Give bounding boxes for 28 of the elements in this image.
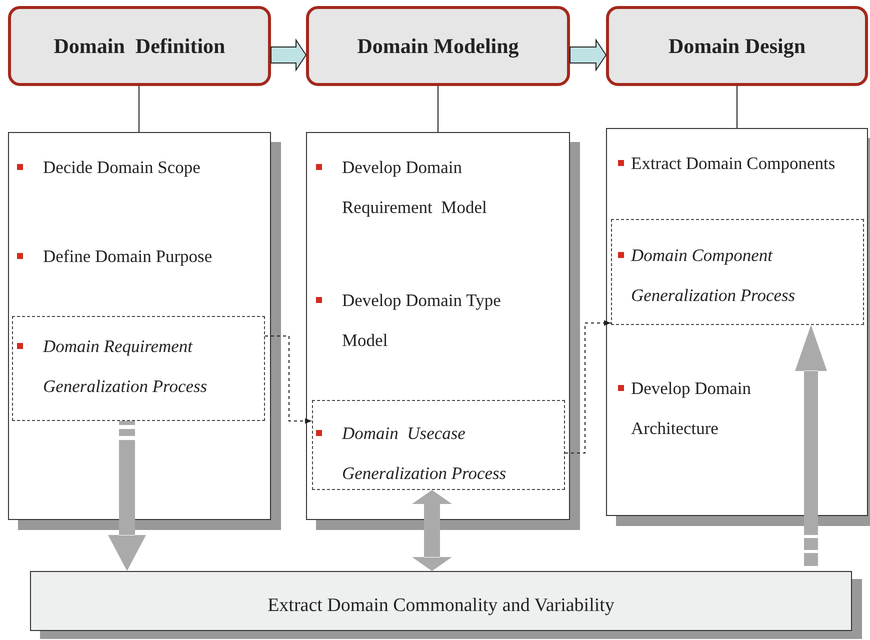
activity-text: Decide Domain Scope: [43, 156, 202, 179]
activity-text: Develop Domain Architecture: [631, 377, 752, 440]
dashed-process-box: [12, 316, 265, 421]
activity-text: Define Domain Purpose: [43, 245, 214, 268]
activity-text: Develop Domain Requirement Model: [342, 156, 488, 219]
block-arrow: [412, 490, 452, 571]
phase-title: Domain Modeling: [357, 34, 519, 58]
phase-header-box: [606, 6, 868, 86]
phase-title: Domain Design: [668, 34, 806, 58]
activity-text: Extract Domain Components: [631, 152, 836, 175]
process-label: Extract Domain Commonality and Variability: [268, 595, 614, 617]
block-arrow: [108, 421, 146, 571]
dashed-process-box: [312, 400, 565, 490]
phase-title: Domain Definition: [54, 34, 226, 58]
block-arrow: [270, 38, 307, 72]
activity-text: Domain Component Generalization Process: [631, 244, 796, 307]
dashed-arrow: [264, 336, 312, 424]
block-arrow: [795, 325, 827, 566]
connector-line: [138, 86, 140, 132]
dashed-process-box: [611, 219, 864, 325]
activity-text: Domain Usecase Generalization Process: [342, 422, 508, 485]
dashed-arrow: [564, 320, 612, 454]
activity-text: Domain Requirement Generalization Process: [43, 335, 208, 398]
activity-text: Develop Domain Type Model: [342, 289, 502, 352]
phase-header-box: [306, 6, 570, 86]
phase-header-box: [8, 6, 271, 86]
block-arrow: [570, 38, 607, 72]
connector-line: [736, 86, 738, 128]
